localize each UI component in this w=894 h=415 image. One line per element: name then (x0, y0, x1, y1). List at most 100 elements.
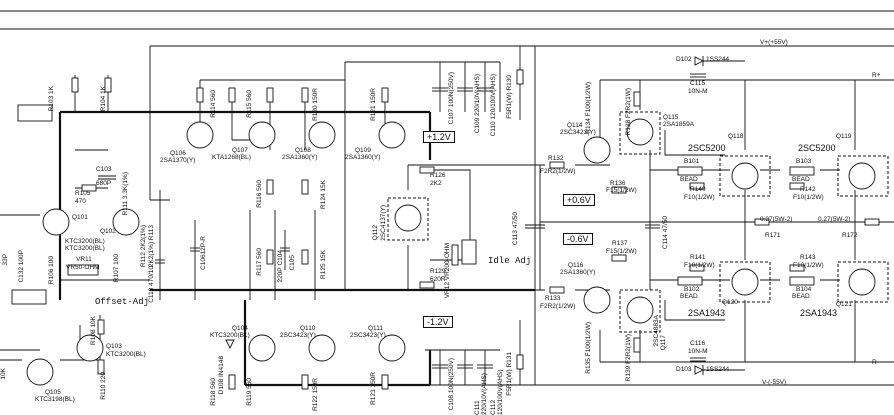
c103-label: C103 (96, 166, 112, 173)
r129-label: R129 (430, 268, 446, 275)
r134-label: R134 F100(1/2W) (585, 82, 592, 134)
q112-part: 2SC4137(Y) (380, 205, 387, 241)
r130-label: F5R1(W) R130 (506, 75, 513, 119)
vplus-rail: V+(+55V) R+ (150, 39, 894, 385)
q120-label: Q120 (722, 299, 738, 306)
r126-label: R126 (430, 172, 446, 179)
q106-label: Q106 (170, 150, 186, 157)
q118-label: Q118 (728, 133, 744, 140)
b104-label: B104 (796, 286, 812, 293)
offset-adj-label: Offset-Adj (95, 297, 150, 307)
q121-part: 2SA1943 (800, 308, 838, 318)
q105-label: Q105 (45, 389, 61, 396)
r135-label: R135 F100(1/2W) (585, 322, 592, 374)
c116-label: C116 (690, 340, 706, 347)
q119-part: 2SC5200 (798, 143, 836, 153)
c113-label: C113 47/50 (512, 212, 519, 246)
vminus-rail: V-(-55V) R- (430, 359, 894, 386)
b102-label: B102 (684, 286, 700, 293)
c104-label: 220P C104 (277, 250, 284, 283)
q118-part: 2SC5200 (688, 143, 726, 153)
c115-val: 10N-M (688, 88, 708, 95)
q114-label: Q114 (567, 122, 583, 129)
r172-val: 0.27(5W-2) (818, 216, 851, 223)
r105-val: 470 (75, 198, 86, 205)
q111-part: 2SC3423(Y) (350, 332, 386, 339)
q117-label: Q117 (660, 335, 667, 351)
d103-val: 1SS244 (706, 366, 730, 373)
r129-val: 620R (430, 276, 446, 283)
q107-part: KTA1268(BL) (212, 154, 251, 161)
r108-label: R108 10K (90, 316, 97, 345)
r106-label: R106 100 (48, 256, 55, 285)
r111-label: R111 3.3K(1%) (122, 172, 129, 216)
r113-label: 2K2(1%) R113 (148, 225, 155, 268)
q115-part: 2SA1859A (663, 121, 695, 128)
r137-val: F15(1/2W) (606, 248, 637, 255)
c103-val: 680P (96, 180, 112, 187)
c112-label: C112 120/100V(AHS) (490, 369, 504, 415)
r125-label: R125 15K (320, 250, 327, 279)
q110-part: 2SC3423(Y) (280, 332, 316, 339)
vr11-val: VR50-OHM (66, 264, 100, 271)
r138-label: R138 F2R2(1W) (625, 88, 632, 136)
r117-label: R117 560 (256, 248, 263, 276)
r105-label: R105 (75, 190, 91, 197)
q121-label: Q121 (836, 301, 852, 308)
q108-label: Q108 (295, 147, 311, 154)
b101-val: BEAD (680, 176, 698, 183)
r131-label: F5R1(W) R131 (506, 352, 513, 396)
r142-label: R142 (800, 186, 816, 193)
idle-adj-label: Idle Adj (488, 256, 532, 266)
c116-val: 10N-M (688, 348, 708, 355)
r171-val: 0.27(5W-2) (760, 216, 793, 223)
tag-plus-1-2v: +1.2V (423, 131, 455, 143)
c118-label: C118 470/10 (148, 266, 155, 303)
tag-minus-1-2v: -1.2V (423, 316, 453, 328)
r142-val: F10(1/2W) (793, 194, 824, 201)
q116-label: Q116 (568, 262, 584, 269)
r116-label: R116 560 (256, 180, 263, 208)
d108-label: D108 IN4148 (218, 356, 225, 395)
q120-part: 2SA1943 (688, 308, 726, 318)
c108-label: C108 100N(250V) (448, 358, 455, 411)
q114-part: 2SC3423(Y) (560, 129, 596, 136)
r118-label: R118 560 (210, 378, 217, 406)
d102-label: D102 (676, 56, 692, 63)
r141-val: F10(1/2W) (684, 262, 715, 269)
r133-label: R133 (545, 295, 561, 302)
r140-val: F10(1/2W) (684, 194, 715, 201)
q103-label: Q103 (106, 343, 122, 350)
r126-val: 2K2 (430, 180, 442, 187)
r172-label: R172 (842, 232, 858, 239)
c115-label: C115 (690, 80, 706, 87)
q105-part: KTC3198(BL) (35, 396, 75, 403)
r115-label: R115 560 (246, 90, 253, 118)
r133-val: F2R2(1/2W) (540, 303, 576, 310)
b103-val: BEAD (792, 176, 810, 183)
tag-plus-0-6v: +0.6V (563, 194, 595, 206)
r121-label: R121 150R (370, 88, 377, 121)
r136-label: R136 (610, 180, 626, 187)
q111-label: Q111 (368, 325, 383, 332)
q103-part: KTC3200(BL) (106, 351, 146, 358)
r107-label: R107 100 (113, 254, 120, 283)
r140-label: R140 (690, 186, 706, 193)
c114-label: C114 47/50 (662, 216, 669, 250)
r104-label: R104 1K (100, 86, 107, 112)
vr11-label: VR11 (76, 256, 92, 263)
b101-label: B101 (684, 158, 700, 165)
q104-label: Q104 (232, 325, 248, 332)
q116-part: 2SA1360(Y) (560, 269, 596, 276)
r119-label: R119 560 (246, 378, 253, 406)
d103-label: D103 (676, 366, 692, 373)
capacitor-plates (98, 73, 706, 369)
q119-label: Q119 (836, 133, 852, 140)
q106-part: 2SA1370(Y) (160, 157, 196, 164)
r143-val: F10(1/2W) (793, 262, 824, 269)
q101-part: KTC3200(BL) (65, 238, 105, 245)
r171-label: R171 (765, 232, 781, 239)
q104-part: KTC3200(BL) (210, 332, 250, 339)
